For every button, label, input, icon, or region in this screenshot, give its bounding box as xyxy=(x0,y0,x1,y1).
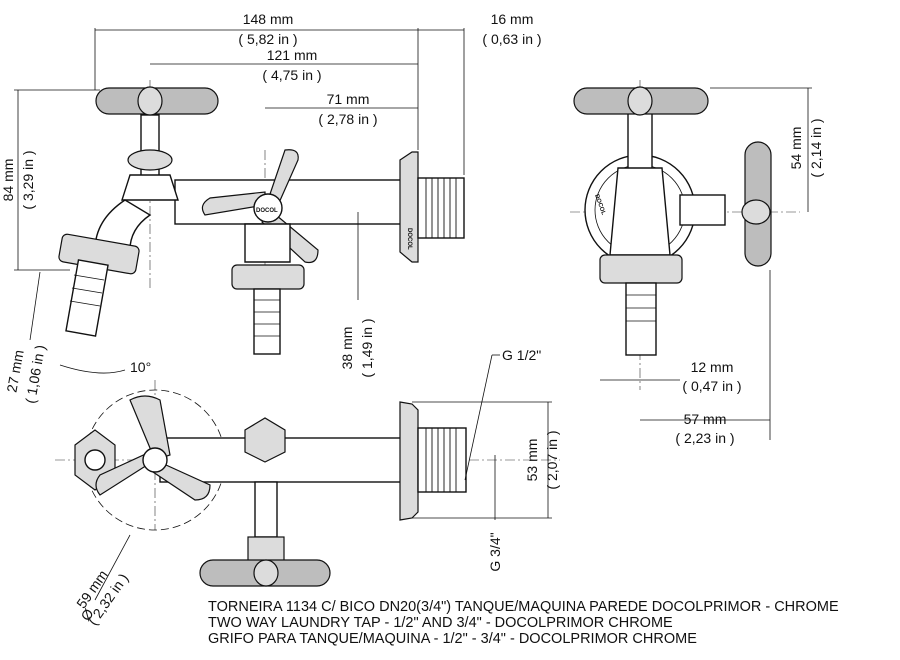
dim-38-in: ( 1,49 in ) xyxy=(359,318,375,377)
caption-line-pt: TORNEIRA 1134 C/ BICO DN20(3/4") TANQUE/… xyxy=(208,599,839,615)
dim-16-mm: 16 mm xyxy=(491,11,534,27)
left-cross-handle xyxy=(95,86,219,116)
dim-angle: 10° xyxy=(130,359,151,375)
dim-57-in: ( 2,23 in ) xyxy=(675,430,734,446)
caption-line-es: GRIFO PARA TANQUE/MAQUINA - 1/2" - 3/4" … xyxy=(208,631,697,647)
dim-12-in: ( 0,47 in ) xyxy=(682,378,741,394)
top-view xyxy=(55,380,560,587)
dim-16-in: ( 0,63 in ) xyxy=(482,31,541,47)
thread-g12-label: G 1/2" xyxy=(502,347,541,363)
dim-71-mm: 71 mm xyxy=(327,91,370,107)
dim-71-in: ( 2,78 in ) xyxy=(318,111,377,127)
front-view: DOCOL DOCOL xyxy=(58,80,465,355)
caption-line-en: TWO WAY LAUNDRY TAP - 1/2" AND 3/4" - DO… xyxy=(208,615,673,631)
thread-g34-label: G 3/4" xyxy=(487,532,503,571)
dim-121-mm: 121 mm xyxy=(267,47,318,63)
dim-27-mm: 27 mm xyxy=(3,349,26,394)
dimension-lines xyxy=(14,28,812,601)
flange-brand: DOCOL xyxy=(406,228,412,250)
dimension-labels: 148 mm ( 5,82 in ) 16 mm ( 0,63 in ) 121… xyxy=(0,11,824,628)
dim-53-mm: 53 mm xyxy=(524,439,540,482)
side-top-handle xyxy=(573,86,709,116)
dim-84-in: ( 3,29 in ) xyxy=(20,150,36,209)
side-view: DOCOL xyxy=(570,80,800,390)
dim-121-in: ( 4,75 in ) xyxy=(262,67,321,83)
dim-54-in: ( 2,14 in ) xyxy=(808,118,824,177)
handle-brand: DOCOL xyxy=(256,208,278,214)
dim-148-mm: 148 mm xyxy=(243,11,294,27)
dim-53-in: ( 2,07 in ) xyxy=(544,430,560,489)
dim-57-mm: 57 mm xyxy=(684,411,727,427)
dim-148-in: ( 5,82 in ) xyxy=(238,31,297,47)
dim-54-mm: 54 mm xyxy=(788,127,804,170)
caption-block: TORNEIRA 1134 C/ BICO DN20(3/4") TANQUE/… xyxy=(208,599,839,647)
top-thread xyxy=(425,428,457,492)
dim-12-mm: 12 mm xyxy=(691,359,734,375)
front-thread xyxy=(425,178,457,238)
dim-38-mm: 38 mm xyxy=(339,327,355,370)
dim-84-mm: 84 mm xyxy=(0,159,16,202)
